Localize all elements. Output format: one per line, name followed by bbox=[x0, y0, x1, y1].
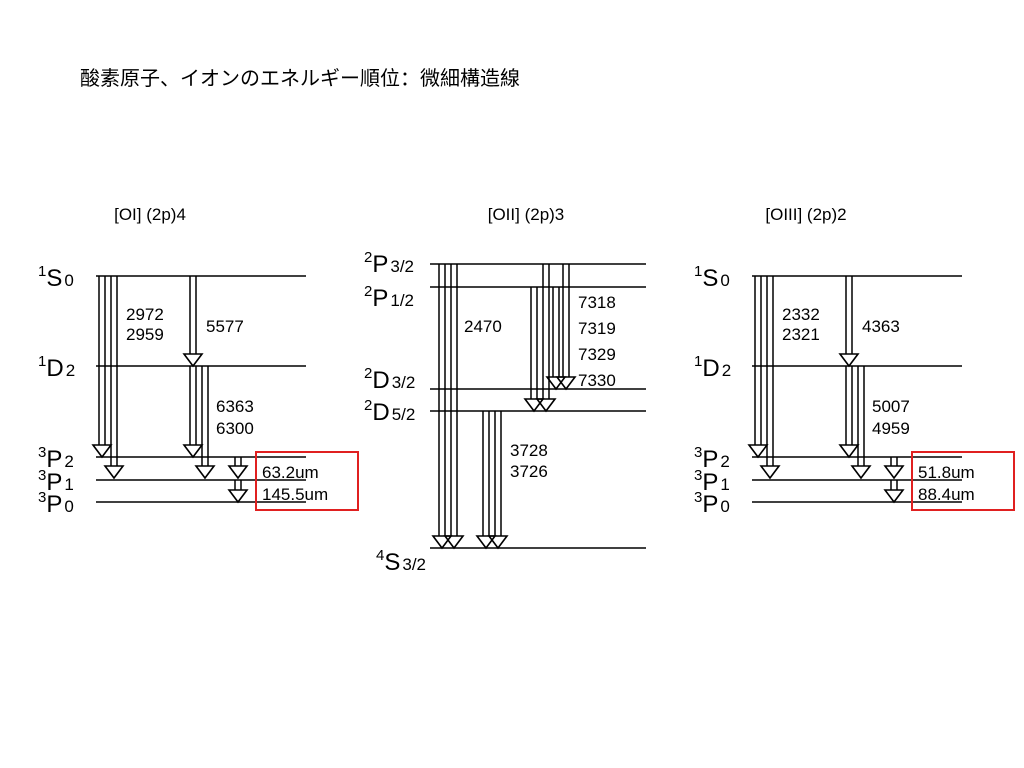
panel-oii-trans-b-0: 7318 bbox=[578, 293, 616, 312]
panel-oii-arrow-p32-s-head bbox=[431, 535, 453, 550]
panel-oii-label: [OII] (2p)3 bbox=[488, 205, 565, 224]
panel-oiii-arrow-s-p2-head bbox=[747, 444, 769, 459]
panel-oi-arrow-s-d-head bbox=[182, 353, 204, 368]
panel-oiii-highlight-box bbox=[911, 451, 1015, 511]
panel-oii-arrow-p32-d32-head bbox=[555, 376, 577, 391]
panel-oiii-arrow-s-p1-head bbox=[759, 465, 781, 480]
panel-oiii-arrow-s-d-head bbox=[838, 353, 860, 368]
panel-oiii-arrow-d-p2-head bbox=[838, 444, 860, 459]
panel-oi-trans-c-1: 6300 bbox=[216, 419, 254, 438]
panel-oii-trans-c-0: 3728 bbox=[510, 441, 548, 460]
panel-oii-trans-b-3: 7330 bbox=[578, 371, 616, 390]
panel-oi-label: [OI] (2p)4 bbox=[114, 205, 186, 224]
panel-oi-fine-0: 63.2um bbox=[262, 463, 319, 482]
panel-oiii-trans-c-0: 5007 bbox=[872, 397, 910, 416]
panel-oi-arrow-p1-p2-head bbox=[227, 465, 249, 480]
panel-oii-trans-b-2: 7329 bbox=[578, 345, 616, 364]
panel-oi-fine-1: 145.5um bbox=[262, 485, 328, 504]
panel-oiii-trans-b-0: 4363 bbox=[862, 317, 900, 336]
panel-oi-trans-a-1: 2959 bbox=[126, 325, 164, 344]
panel-oii-arrow-p12-d32-head bbox=[545, 376, 567, 391]
panel-oii-arrow-d32-s-head bbox=[487, 535, 509, 550]
panel-oiii-trans-c-1: 4959 bbox=[872, 419, 910, 438]
panel-oi-highlight-box bbox=[255, 451, 359, 511]
panel-oii-trans-c-1: 3726 bbox=[510, 462, 548, 481]
panel-oiii-arrow-p0-p1-head bbox=[883, 489, 905, 504]
panel-oi-trans-a-0: 2972 bbox=[126, 305, 164, 324]
panel-oi-arrow-s-p2-head bbox=[91, 444, 113, 459]
panel-oiii-fine-1: 88.4um bbox=[918, 485, 975, 504]
page-title: 酸素原子、イオンのエネルギー順位：微細構造線 bbox=[80, 66, 520, 90]
panel-oiii-trans-a-1: 2321 bbox=[782, 325, 820, 344]
panel-oi-trans-c-0: 6363 bbox=[216, 397, 254, 416]
panel-oii-arrow-d52-s-head bbox=[475, 535, 497, 550]
panel-oii-trans-b-1: 7319 bbox=[578, 319, 616, 338]
panel-oi-arrow-d-p1-head bbox=[194, 465, 216, 480]
panel-oiii-arrow-p1-p2-head bbox=[883, 465, 905, 480]
panel-oi-arrow-s-p1-head bbox=[103, 465, 125, 480]
panel-oiii-trans-a-0: 2332 bbox=[782, 305, 820, 324]
panel-oii-arrow-p32-d52-head bbox=[535, 398, 557, 413]
panel-oiii-label: [OIII] (2p)2 bbox=[765, 205, 846, 224]
panel-oi-trans-b-0: 5577 bbox=[206, 317, 244, 336]
panel-oiii-fine-0: 51.8um bbox=[918, 463, 975, 482]
panel-oi-arrow-d-p2-head bbox=[182, 444, 204, 459]
panel-oii-arrow-p12-d52-head bbox=[523, 398, 545, 413]
panel-oii-trans-a-0: 2470 bbox=[464, 317, 502, 336]
panel-oii-arrow-p12-s-head bbox=[443, 535, 465, 550]
panel-oiii-arrow-d-p1-head bbox=[850, 465, 872, 480]
panel-oi-arrow-p0-p1-head bbox=[227, 489, 249, 504]
